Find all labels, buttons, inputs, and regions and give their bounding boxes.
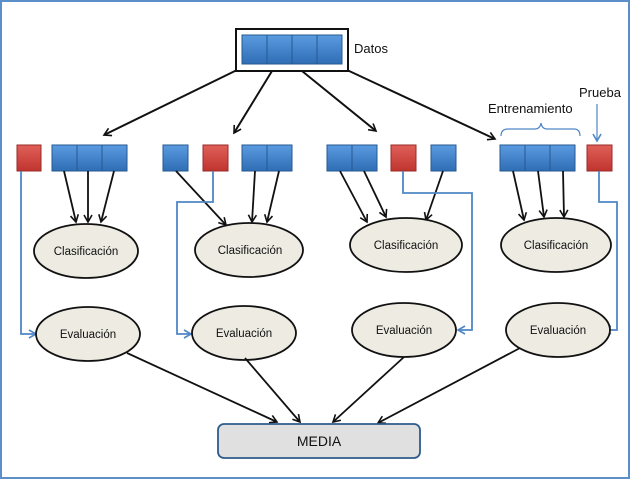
evaluation-label: Evaluación [216,328,272,340]
fold-2: Clasificación Evaluación [162,144,304,361]
data-block [316,34,343,65]
classification-label: Clasificación [218,245,283,257]
classification-node [194,222,304,278]
training-block [51,144,78,172]
training-block [499,144,526,172]
evaluation-label: Evaluación [60,329,116,341]
data-block [291,34,318,65]
train-arrow [247,170,258,224]
classification-node [349,217,463,273]
classification-node [33,223,139,279]
fold-1: Clasificación Evaluación [16,144,141,362]
fold-3: Clasificación Evaluación [326,144,473,358]
data-block [241,34,268,65]
data-block [266,34,293,65]
train-arrow [512,170,528,222]
training-block [101,144,128,172]
train-arrow [363,170,388,219]
aggregate-arrow [331,356,405,424]
evaluation-node [191,305,297,361]
training-block [430,144,457,172]
training-label: Entrenamiento [488,101,573,116]
train-arrow [559,170,569,219]
aggregate-arrow [244,357,302,424]
train-arrow [423,170,444,222]
train-arrow [537,170,548,219]
test-connector [402,171,473,335]
classification-label: Clasificación [54,246,119,258]
classification-node [500,217,612,273]
training-block [549,144,576,172]
test-block [390,144,417,172]
data-set: Datos [235,28,388,72]
test-label: Prueba [579,85,622,100]
aggregate-arrow [376,347,521,425]
training-block [162,144,189,172]
test-block [586,144,613,172]
result-mean: MEDIA [217,423,421,459]
training-block [326,144,353,172]
training-block [76,144,103,172]
result-box [217,423,421,459]
split-arrow [301,70,378,133]
test-block [202,144,229,172]
fold-4: Clasificación Evaluación [499,144,618,358]
classification-label: Clasificación [374,240,439,252]
training-block [351,144,378,172]
evaluation-label: Evaluación [376,325,432,337]
test-connector [20,171,38,339]
train-arrow [63,170,80,224]
evaluation-node [505,302,611,358]
split-arrow [346,69,497,141]
classification-label: Clasificación [524,240,589,252]
training-block [241,144,268,172]
data-label: Datos [354,41,388,56]
test-block [16,144,42,172]
train-arrow [339,170,369,224]
evaluation-label: Evaluación [530,325,586,337]
train-arrow [175,170,228,227]
training-brace [500,122,581,137]
training-block [524,144,551,172]
split-arrow [102,69,238,137]
training-block [266,144,293,172]
aggregate-arrow [126,352,279,424]
evaluation-node [35,306,141,362]
split-arrow [233,70,273,135]
test-connector [176,171,214,339]
train-arrow [263,170,280,224]
train-arrow [98,170,115,224]
result-label: MEDIA [297,433,342,449]
test-connector [598,171,618,335]
